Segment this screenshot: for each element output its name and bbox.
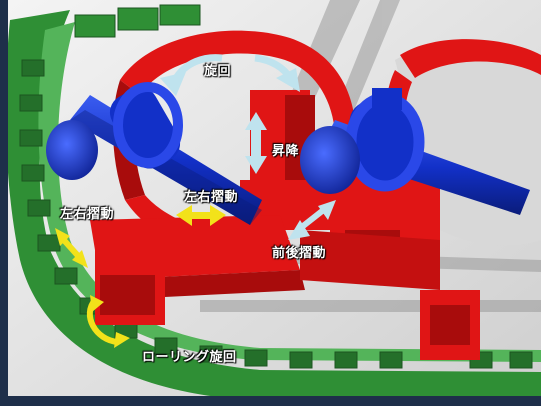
label-lift: 昇降 — [272, 144, 300, 159]
label-fore-aft-slide: 前後摺動 — [272, 246, 327, 261]
right-blue-arm — [300, 88, 530, 215]
label-rolling: ローリング旋回 — [142, 350, 237, 365]
rotation-arrows — [160, 54, 300, 96]
left-border — [0, 0, 8, 406]
segment-ring — [5, 4, 541, 400]
fore-aft-arrow — [288, 200, 336, 240]
left-blue-arm — [46, 82, 262, 225]
right-ring-top — [400, 39, 541, 78]
slide-platform — [90, 170, 480, 360]
lift-arrow — [245, 112, 267, 174]
lateral-arrow — [176, 205, 226, 226]
label-lateral-slide: 左右摺動 — [184, 190, 239, 205]
label-rotation: 旋回 — [204, 64, 232, 79]
bottom-border — [0, 396, 541, 406]
rolling-arrow — [87, 295, 130, 348]
left-right-slide-arrow — [55, 228, 88, 268]
label-left-right-slide: 左右摺動 — [60, 207, 115, 222]
